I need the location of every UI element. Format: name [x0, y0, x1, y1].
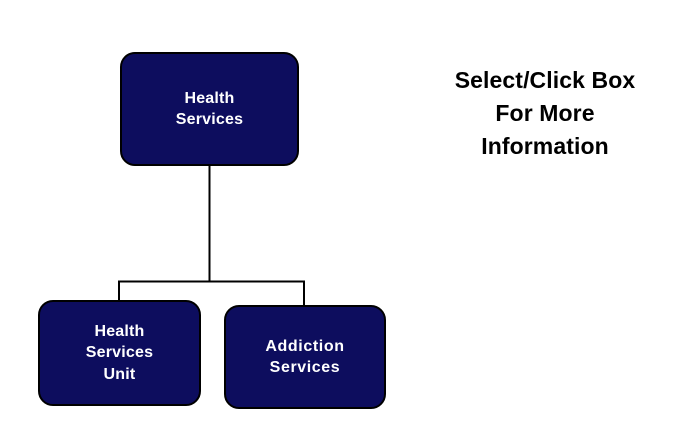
org-node-addiction-services[interactable]: Addiction Services	[224, 305, 386, 409]
org-node-label: Health Services Unit	[85, 323, 154, 383]
org-node-label: Addiction Services	[265, 337, 345, 376]
org-node-health-services[interactable]: Health Services	[120, 52, 299, 166]
org-node-label: Health Services	[175, 89, 244, 128]
instruction-caption: Select/Click Box For More Information	[454, 67, 636, 159]
org-node-health-services-unit[interactable]: Health Services Unit	[38, 300, 201, 406]
